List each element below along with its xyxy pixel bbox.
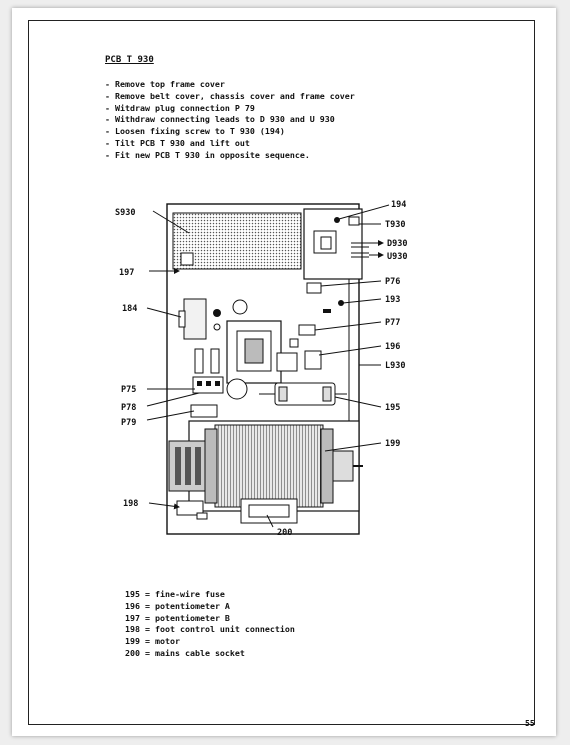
legend-item: 200mains cable socket (125, 648, 295, 660)
part-legend: 195fine-wire fuse 196potentiometer A 197… (125, 589, 295, 660)
step-item: Withdraw connecting leads to D 930 and U… (105, 114, 355, 126)
callout-193: 193 (385, 295, 400, 305)
legend-number: 195 (125, 589, 155, 599)
callout-196: 196 (385, 342, 400, 352)
callout-p79: P79 (121, 418, 136, 428)
legend-text: foot control unit connection (155, 624, 295, 635)
callout-199: 199 (385, 439, 400, 449)
callout-p78: P78 (121, 403, 136, 413)
callout-198: 198 (123, 499, 138, 509)
legend-number: 200 (125, 648, 155, 658)
callout-t930: T930 (385, 220, 405, 230)
legend-number: 196 (125, 601, 155, 611)
step-item: Fit new PCB T 930 in opposite sequence. (105, 150, 355, 162)
callout-195: 195 (385, 403, 400, 413)
callout-194: 194 (391, 200, 406, 210)
legend-text: motor (155, 636, 180, 647)
switch-s930-panel (172, 212, 302, 270)
callout-l930: L930 (385, 361, 405, 371)
pcb-assembly-diagram: S930 197 184 P75 P78 P79 198 194 T930 D9… (115, 200, 407, 538)
callout-200: 200 (277, 528, 292, 538)
page-border: PCB T 930 Remove top frame cover Remove … (28, 20, 535, 728)
legend-number: 198 (125, 624, 155, 634)
step-item: Tilt PCB T 930 and lift out (105, 138, 355, 150)
legend-text: fine-wire fuse (155, 589, 225, 599)
motor-199 (214, 424, 324, 508)
callout-197: 197 (119, 268, 134, 278)
document-page: PCB T 930 Remove top frame cover Remove … (12, 8, 556, 736)
legend-item: 199motor (125, 636, 295, 648)
callout-d930: D930 (387, 239, 407, 249)
callout-u930: U930 (387, 252, 407, 262)
legend-text: potentiometer B (155, 612, 230, 623)
step-item: Remove belt cover, chassis cover and fra… (105, 91, 355, 103)
callout-p76: P76 (385, 277, 400, 287)
legend-number: 197 (125, 613, 155, 623)
section-heading: PCB T 930 (105, 55, 154, 65)
legend-text: potentiometer A (155, 600, 230, 611)
callout-p77: P77 (385, 318, 400, 328)
legend-number: 199 (125, 636, 155, 646)
step-item: Witdraw plug connection P 79 (105, 103, 355, 115)
step-item: Remove top frame cover (105, 79, 355, 91)
callout-184: 184 (122, 304, 137, 314)
step-item: Loosen fixing screw to T 930 (194) (105, 126, 355, 138)
callout-p75: P75 (121, 385, 136, 395)
legend-item: 195fine-wire fuse (125, 589, 295, 601)
procedure-steps: Remove top frame cover Remove belt cover… (105, 79, 355, 162)
legend-item: 196potentiometer A (125, 601, 295, 613)
legend-item: 197potentiometer B (125, 613, 295, 625)
callout-s930: S930 (115, 208, 135, 218)
legend-text: mains cable socket (155, 647, 245, 658)
legend-item: 198foot control unit connection (125, 624, 295, 636)
page-number: 55 (525, 719, 535, 728)
